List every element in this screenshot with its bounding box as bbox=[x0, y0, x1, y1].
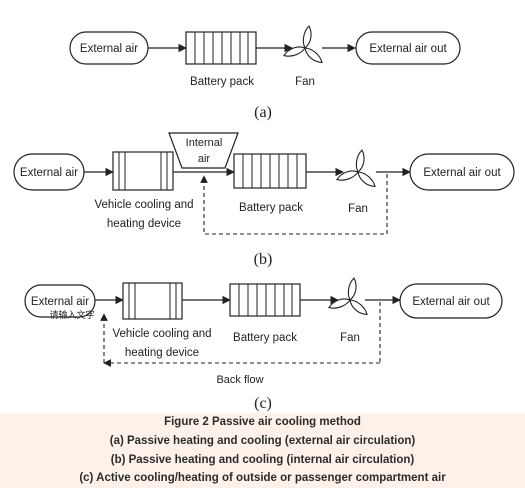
battery-pack-label: Battery pack bbox=[233, 332, 297, 344]
back-flow-label: Back flow bbox=[216, 374, 263, 386]
diagram-b: External air Vehicle cooling and heating… bbox=[13, 132, 515, 268]
external-air-label: External air bbox=[20, 167, 78, 179]
vehicle-device-label-1: Vehicle cooling and bbox=[94, 199, 193, 211]
external-air-node bbox=[24, 284, 96, 318]
diagram-a: External air Battery pack Fan External a… bbox=[69, 25, 461, 121]
internal-air-node bbox=[168, 132, 239, 169]
caption-title: Figure 2 Passive air cooling method bbox=[164, 416, 361, 428]
vehicle-device-block bbox=[122, 282, 183, 320]
panel-label-b: (b) bbox=[254, 251, 273, 268]
return-flow-path bbox=[200, 174, 388, 235]
figure-caption: Figure 2 Passive air cooling method (a) … bbox=[0, 413, 525, 488]
external-air-out-label: External air out bbox=[423, 167, 501, 179]
panel-label-c: (c) bbox=[254, 395, 272, 412]
battery-pack-block bbox=[233, 153, 307, 189]
external-air-out-label: External air out bbox=[369, 43, 447, 55]
caption-line-c: (c) Active cooling/heating of outside or… bbox=[79, 472, 446, 484]
vehicle-device-label-2: heating device bbox=[107, 218, 181, 230]
external-air-out-label: External air out bbox=[412, 296, 490, 308]
external-air-out-node bbox=[399, 283, 503, 319]
external-air-out-node bbox=[355, 31, 461, 65]
battery-pack-block bbox=[229, 283, 301, 317]
external-air-label: External air bbox=[80, 43, 138, 55]
vehicle-device-label-2: heating device bbox=[125, 347, 199, 359]
external-air-label: External air bbox=[31, 296, 89, 308]
fan-label: Fan bbox=[295, 76, 315, 88]
battery-pack-label: Battery pack bbox=[190, 76, 254, 88]
fan-icon bbox=[283, 25, 323, 64]
vehicle-device-label-1: Vehicle cooling and bbox=[112, 328, 211, 340]
panel-label-a: (a) bbox=[254, 104, 272, 121]
fan-icon bbox=[336, 149, 376, 188]
fan-label: Fan bbox=[340, 332, 360, 344]
caption-line-a: (a) Passive heating and cooling (externa… bbox=[109, 435, 416, 447]
battery-pack-label: Battery pack bbox=[239, 202, 303, 214]
figure-canvas: External air Battery pack Fan External a… bbox=[13, 25, 515, 412]
battery-pack-block bbox=[185, 31, 257, 65]
diagram-svg: External air Battery pack Fan External a… bbox=[13, 25, 515, 412]
watermark-text: 请输入文字 bbox=[49, 309, 94, 320]
internal-air-label-2: air bbox=[198, 153, 211, 165]
fan-label: Fan bbox=[348, 203, 368, 215]
fan-icon bbox=[328, 277, 368, 316]
vehicle-device-block bbox=[112, 151, 174, 191]
caption-line-b: (b) Passive heating and cooling (interna… bbox=[110, 454, 415, 466]
internal-air-label-1: Internal bbox=[186, 137, 223, 149]
external-air-out-node bbox=[409, 153, 515, 191]
diagram-c: External air 请输入文字 Vehicle cooling and h… bbox=[24, 277, 503, 412]
